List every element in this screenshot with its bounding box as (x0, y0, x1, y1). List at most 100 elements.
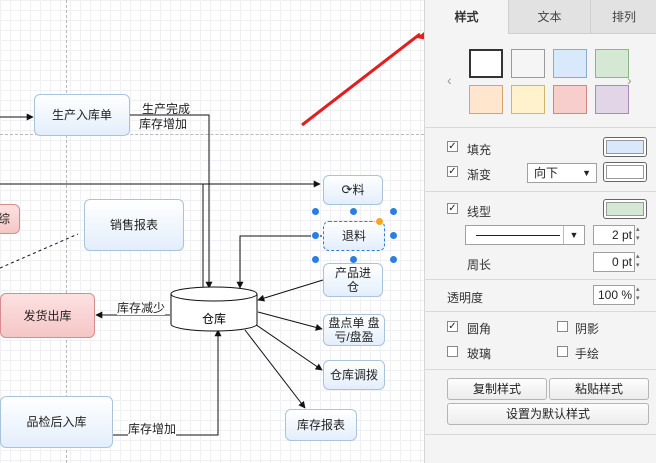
node-warehouse[interactable]: 仓库 (170, 286, 258, 332)
line-color-swatch (606, 202, 644, 216)
selection-handle-br[interactable] (389, 255, 398, 264)
divider (425, 434, 656, 435)
tab-arrange[interactable]: 排列 (591, 0, 656, 34)
shadow-label: 阴影 (575, 322, 600, 336)
opacity-input[interactable]: 100 % (593, 285, 635, 305)
connector-layer (0, 113, 324, 436)
selection-handle-r[interactable] (389, 231, 398, 240)
swatch-yellow[interactable] (511, 85, 545, 114)
cylinder-shape (170, 286, 258, 332)
line-label: 线型 (467, 205, 492, 219)
swatch-white[interactable] (469, 49, 503, 78)
selection-handle-bl[interactable] (311, 255, 320, 264)
swatch-red[interactable] (553, 85, 587, 114)
node-partial-left[interactable]: 综 (0, 204, 20, 234)
line-pattern-select[interactable]: ▼ (465, 225, 585, 245)
fill-color-picker[interactable] (603, 137, 647, 157)
node-inventory-report[interactable]: 库存报表 (285, 409, 357, 441)
edge-return-to-warehouse (236, 235, 322, 289)
diagram-canvas[interactable]: 生产入库单 销售报表 综 发货出库 品检后入库 ⟳料 退料 产品进仓 盘点单 盘… (0, 0, 424, 463)
line-checkbox[interactable]: ✓ (447, 203, 458, 214)
selection-handle-l[interactable] (311, 231, 320, 240)
perimeter-label: 周长 (467, 258, 492, 272)
perimeter-input[interactable]: 0 pt (593, 252, 635, 272)
fill-label: 填充 (467, 143, 492, 157)
copy-style-button[interactable]: 复制样式 (447, 378, 547, 400)
rounded-checkbox[interactable]: ✓ (447, 321, 458, 332)
selection-handle-t[interactable] (349, 207, 358, 216)
gradient-label: 渐变 (467, 168, 492, 182)
paste-style-button[interactable]: 粘贴样式 (549, 378, 649, 400)
node-inventory-check[interactable]: 盘点单 盘亏/盘盈 (323, 314, 385, 346)
page-boundary-horizontal (0, 134, 424, 135)
swatch-blue[interactable] (553, 49, 587, 78)
selection-handle-tl[interactable] (311, 207, 320, 216)
set-default-style-button[interactable]: 设置为默认样式 (447, 403, 649, 425)
swatch-orange[interactable] (469, 85, 503, 114)
line-width-input[interactable]: 2 pt (593, 225, 635, 245)
edge-sales-dashed (0, 233, 79, 269)
swatch-prev-icon[interactable]: ‹ (447, 72, 452, 88)
node-receive-label: 料 (352, 183, 365, 197)
label-production-done: 生产完成 (142, 102, 191, 116)
annotation-arrow (301, 32, 421, 127)
swatch-gray[interactable] (511, 49, 545, 78)
swatch-next-icon[interactable]: › (627, 72, 632, 88)
opacity-spinner[interactable]: ▴▾ (636, 286, 640, 302)
node-warehouse-label: 仓库 (201, 312, 226, 326)
perimeter-spinner[interactable]: ▴▾ (636, 253, 640, 269)
line-width-value: 2 pt (611, 228, 632, 242)
refresh-icon: ⟳ (341, 182, 353, 197)
divider (425, 191, 656, 192)
gradient-direction-value: 向下 (534, 166, 559, 180)
sketch-checkbox[interactable] (557, 346, 568, 357)
opacity-label: 透明度 (447, 291, 484, 305)
format-tabs: 样式 文本 排列 (425, 0, 656, 34)
node-receive[interactable]: ⟳料 (323, 175, 383, 205)
page-boundary-vertical (66, 0, 67, 463)
swatch-green[interactable] (595, 49, 629, 78)
glass-checkbox[interactable] (447, 346, 458, 357)
glass-label: 玻璃 (467, 347, 492, 361)
rounding-handle[interactable] (375, 217, 384, 226)
perimeter-value: 0 pt (611, 255, 632, 269)
node-sales-report[interactable]: 销售报表 (84, 199, 184, 251)
dropdown-arrow-icon: ▼ (582, 168, 591, 178)
sketch-label: 手绘 (575, 347, 600, 361)
line-width-spinner[interactable]: ▴▾ (636, 226, 640, 242)
divider (425, 127, 656, 128)
node-product-in[interactable]: 产品进仓 (323, 263, 383, 297)
gradient-color-swatch (606, 165, 644, 179)
fill-color-swatch (606, 140, 644, 154)
gradient-direction-select[interactable]: 向下 ▼ (527, 163, 597, 183)
node-production-in[interactable]: 生产入库单 (34, 94, 130, 136)
fill-checkbox[interactable]: ✓ (447, 141, 458, 152)
label-stock-increase-1: 库存增加 (139, 117, 188, 131)
node-warehouse-transfer[interactable]: 仓库调拨 (323, 360, 385, 390)
edge-warehouse-to-transfer (251, 321, 323, 371)
divider (425, 311, 656, 312)
gradient-checkbox[interactable]: ✓ (447, 166, 458, 177)
edge-product-to-warehouse (257, 279, 324, 302)
line-color-picker[interactable] (603, 199, 647, 219)
edge-warehouse-to-check (257, 311, 323, 331)
divider (425, 369, 656, 370)
gradient-color-picker[interactable] (603, 162, 647, 182)
label-stock-decrease: 库存减少 (117, 301, 166, 315)
node-inspected-in[interactable]: 品检后入库 (0, 396, 113, 448)
rounded-label: 圆角 (467, 322, 492, 336)
swatch-purple[interactable] (595, 85, 629, 114)
divider (425, 279, 656, 280)
tab-text[interactable]: 文本 (509, 0, 591, 34)
shadow-checkbox[interactable] (557, 321, 568, 332)
node-return-material[interactable]: 退料 (323, 221, 385, 251)
node-ship-out[interactable]: 发货出库 (0, 293, 95, 338)
selection-handle-tr[interactable] (389, 207, 398, 216)
label-stock-increase-2: 库存增加 (128, 422, 177, 436)
edge-production-to-warehouse (130, 114, 213, 289)
edge-warehouse-to-report (244, 329, 306, 409)
line-pattern-preview (476, 235, 560, 236)
tab-style[interactable]: 样式 (425, 0, 509, 34)
format-panel: 样式 文本 排列 ‹ › ✓ 填充 ✓ 渐变 向下 ▼ ✓ 线型 ▼ 2 pt ▴… (424, 0, 656, 463)
dropdown-arrow-icon: ▼ (563, 226, 584, 244)
